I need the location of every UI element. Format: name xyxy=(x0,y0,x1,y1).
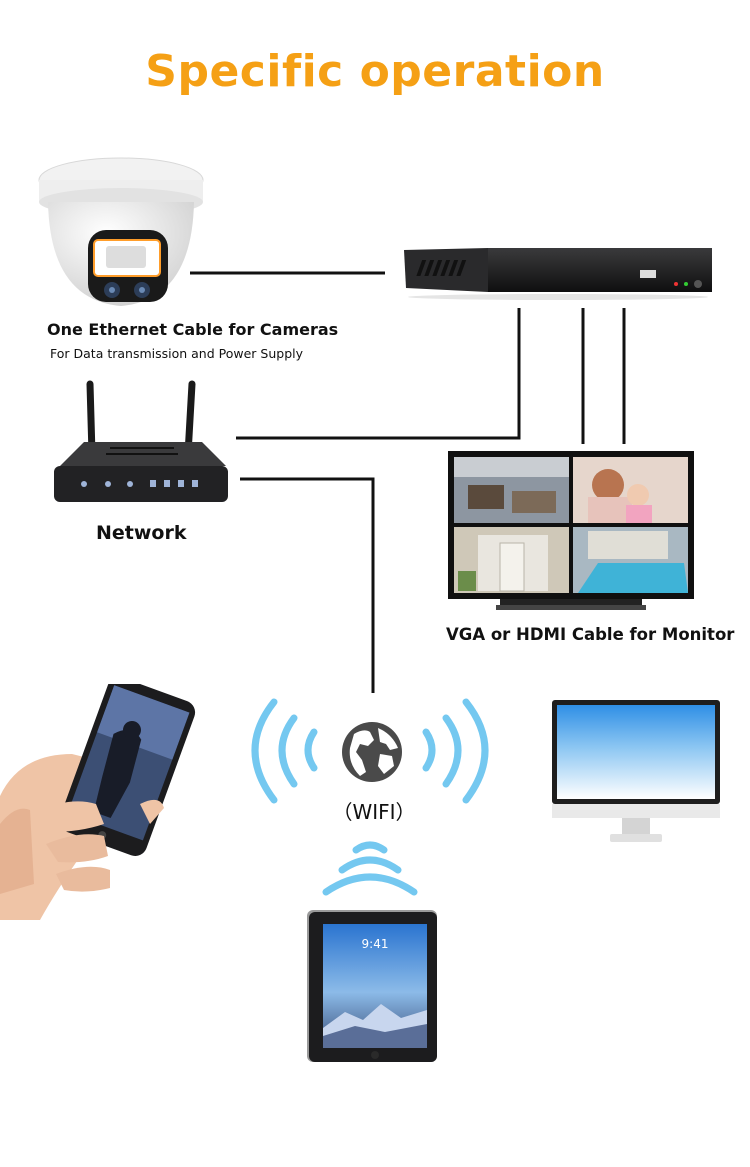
camera-feed-family xyxy=(573,457,688,523)
monitor-label: VGA or HDMI Cable for Monitor xyxy=(446,625,735,644)
tablet-clock: 9:41 xyxy=(362,937,389,951)
dome-camera-icon xyxy=(38,157,204,306)
tablet-icon: 9:41 xyxy=(307,910,437,1062)
router-to-nvr-cable xyxy=(236,308,521,440)
wifi-signal-icon xyxy=(251,698,489,896)
camera-feed-living-room xyxy=(454,457,569,523)
camera-label: One Ethernet Cable for Cameras xyxy=(47,320,339,339)
camera-sublabel: For Data transmission and Power Supply xyxy=(50,346,304,361)
camera-feed-front-door xyxy=(454,527,569,593)
desktop-computer-icon xyxy=(552,700,720,842)
wifi-label: （WIFI） xyxy=(332,800,416,824)
wifi-router-icon xyxy=(54,380,228,502)
router-label: Network xyxy=(96,522,187,544)
monitor-icon xyxy=(448,451,694,610)
globe-icon xyxy=(342,722,402,782)
nvr-recorder-icon xyxy=(404,248,712,300)
router-to-wifi-cable xyxy=(240,477,375,693)
camera-feed-pool xyxy=(573,527,688,593)
page-title: Specific operation xyxy=(145,46,605,97)
smartphone-icon xyxy=(0,684,196,920)
